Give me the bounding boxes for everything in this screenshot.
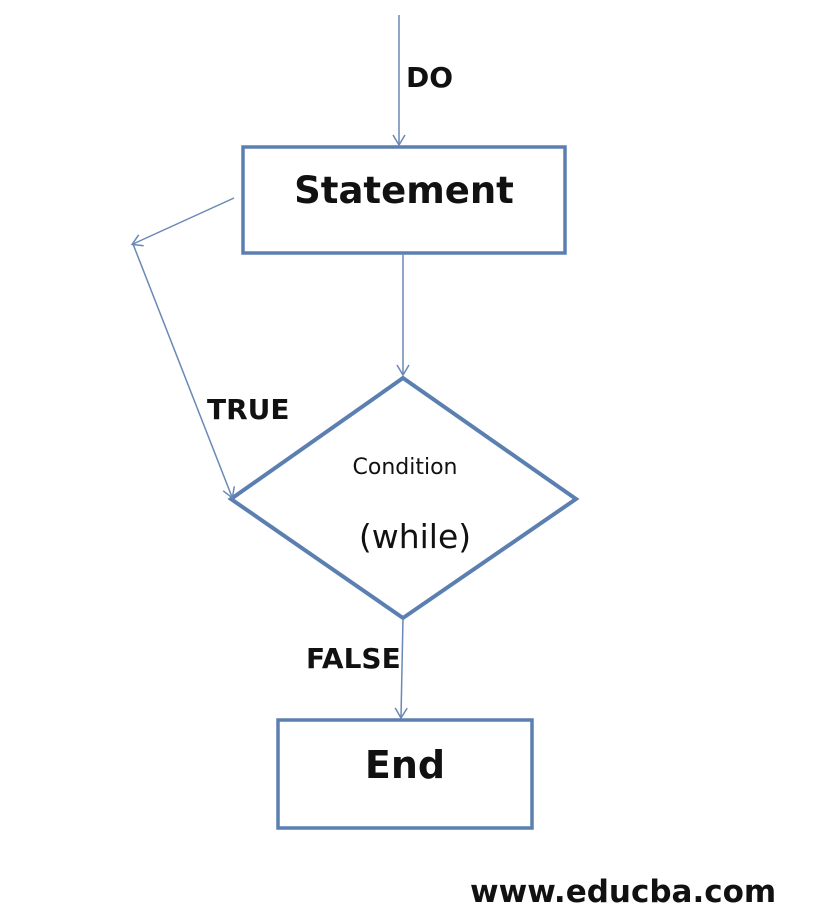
false-arrow [394,617,408,720]
loop-back-line-lower [132,243,236,500]
end-label: End [364,743,446,787]
while-label: (while) [358,517,472,556]
true-branch-label: TRUE [207,393,290,426]
condition-label: Condition [352,455,458,480]
false-branch-label: FALSE [306,642,401,675]
end-box [276,718,534,830]
loop-back-line-upper [130,197,235,247]
watermark-text: www.educba.com [470,874,777,910]
statement-label: Statement [294,169,514,212]
statement-box [241,145,567,255]
do-label: DO [406,61,454,94]
